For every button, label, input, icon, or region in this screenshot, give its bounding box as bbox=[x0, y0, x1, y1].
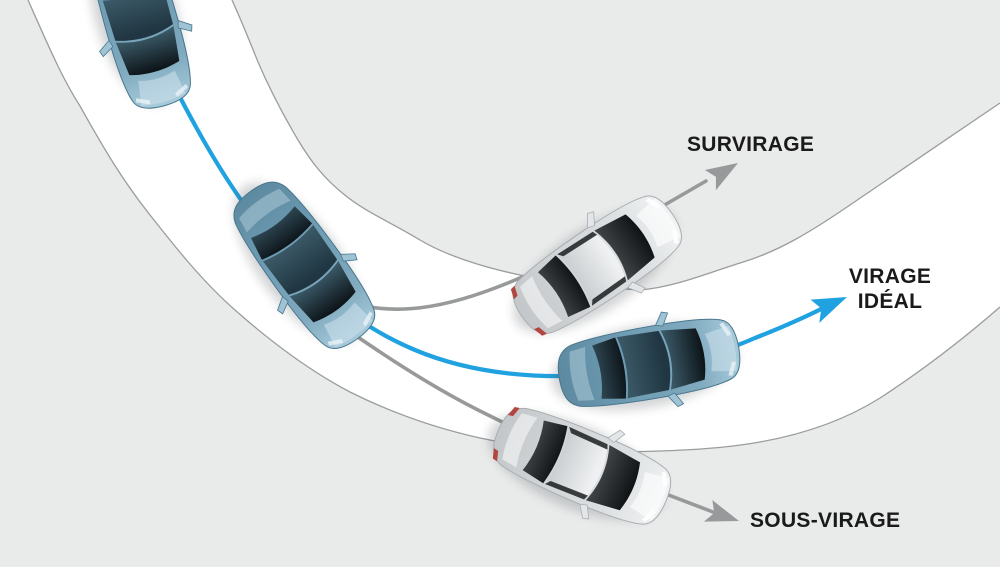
oversteer-label: SURVIRAGE bbox=[687, 133, 815, 156]
understeer-label: SOUS-VIRAGE bbox=[750, 509, 901, 532]
ideal-line-label-line1: VIRAGE bbox=[848, 265, 932, 288]
road-outer-edge bbox=[27, 0, 1000, 453]
road-inner-edge bbox=[231, 0, 1000, 291]
ideal-line-label-line2: IDÉAL bbox=[857, 290, 923, 313]
ideal-line-label: VIRAGE IDÉAL bbox=[838, 264, 942, 314]
